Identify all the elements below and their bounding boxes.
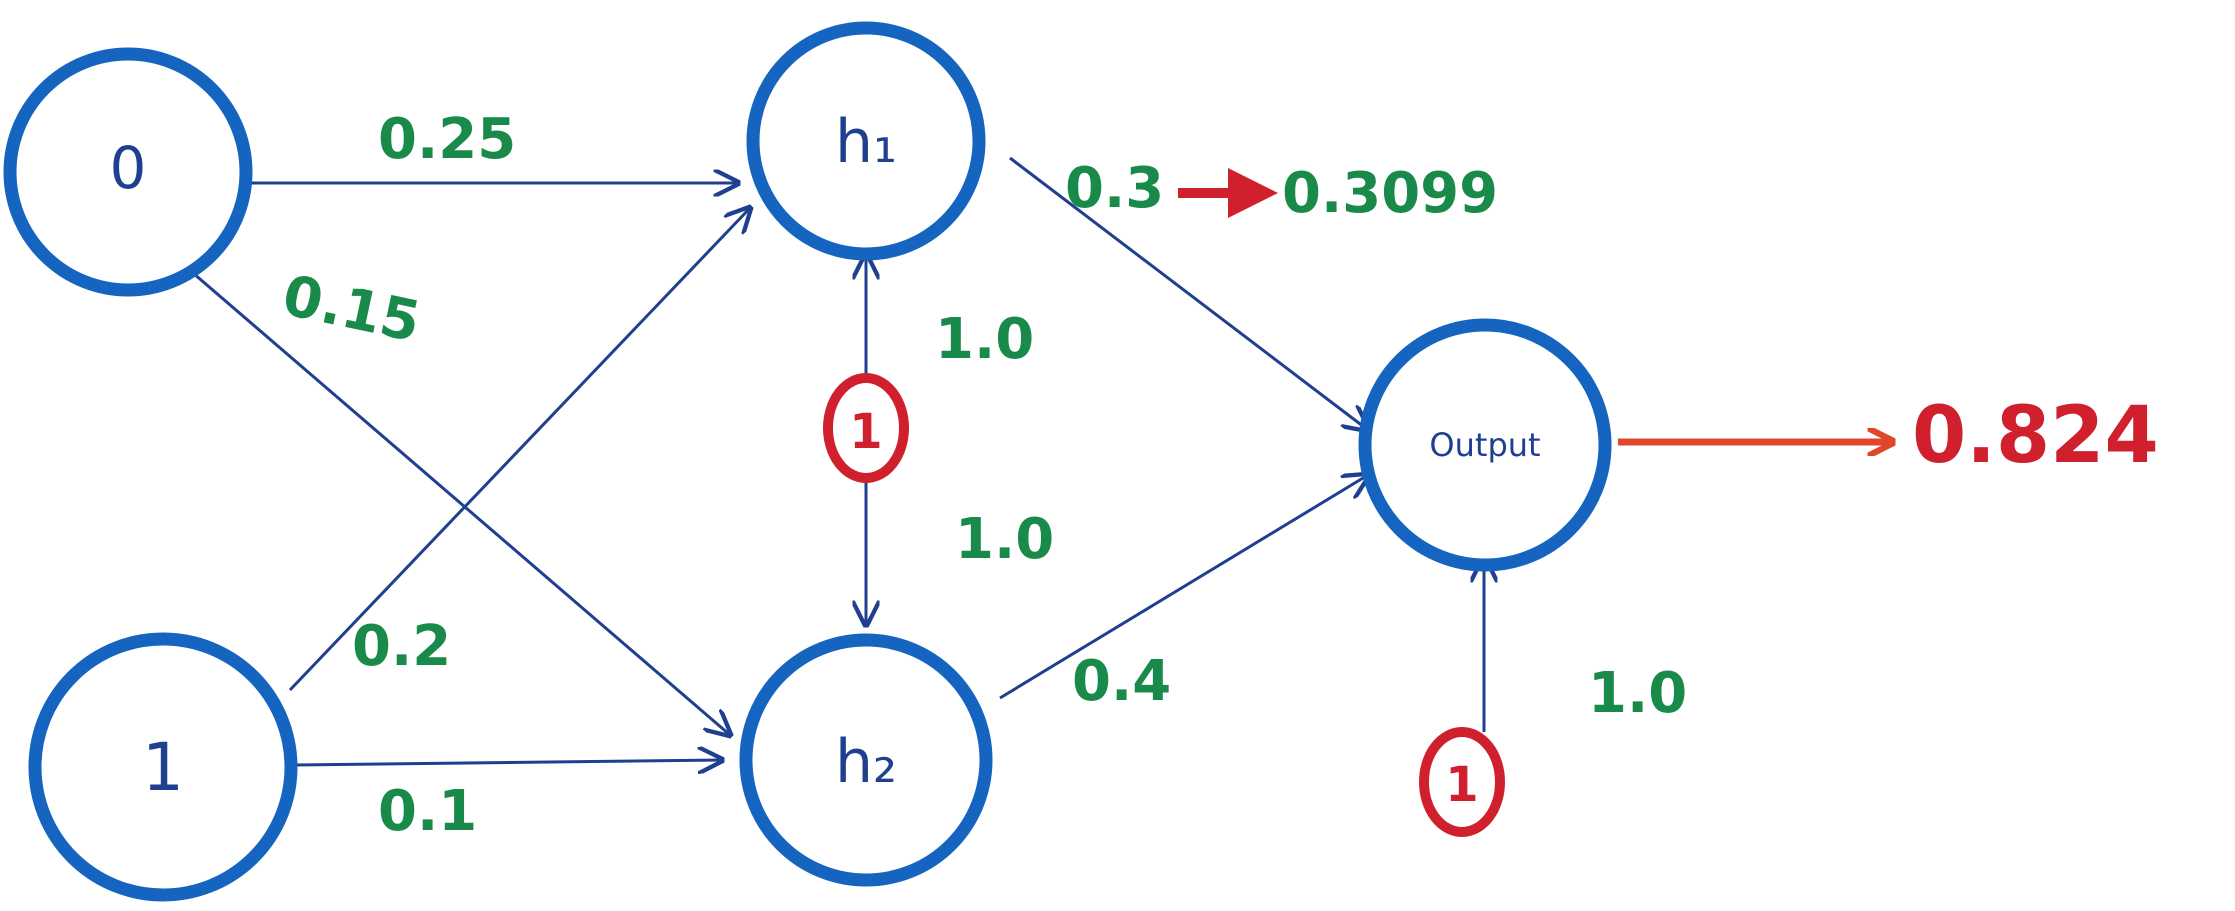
output-node-label: Output: [1429, 426, 1540, 464]
bias-node-output-label: 1: [1445, 757, 1478, 813]
bias-node-hidden-label: 1: [849, 404, 882, 460]
weight-in1-h2: 0.1: [378, 779, 477, 844]
weight-h1-output-new: 0.3099: [1282, 161, 1498, 226]
weight-bias-h2: 1.0: [955, 507, 1054, 572]
edge-in0-h2: [171, 253, 730, 735]
weight-h1-output-old: 0.3: [1065, 156, 1164, 221]
nodes: [3, 21, 1612, 902]
input-node-1-label: 1: [142, 729, 184, 806]
edge-h1-output: [1009, 156, 1368, 430]
weight-h2-output: 0.4: [1072, 649, 1171, 714]
hidden-node-h2: [739, 633, 993, 887]
hidden-node-h1-label: h₁: [835, 107, 897, 177]
weight-in0-h2: 0.15: [277, 263, 426, 355]
input-node-1: [28, 632, 298, 902]
edge-in1-h1: [288, 208, 750, 692]
edge-in1-h2: [294, 760, 722, 765]
edges: [171, 156, 1484, 765]
bias-node-hidden: [823, 373, 909, 483]
weight-in0-h1: 0.25: [378, 107, 516, 172]
output-value: 0.824: [1912, 391, 2159, 481]
hidden-node-h1: [746, 21, 986, 261]
output-node: [1358, 318, 1612, 572]
input-node-0-label: 0: [110, 134, 147, 202]
hidden-node-h2-label: h₂: [835, 727, 897, 797]
bias-node-output: [1419, 727, 1505, 837]
weight-bias-h1: 1.0: [935, 307, 1034, 372]
bias-nodes: [823, 373, 1505, 837]
weight-in1-h1: 0.2: [352, 614, 451, 679]
input-node-0: [3, 47, 253, 297]
weight-bias-output: 1.0: [1588, 661, 1687, 726]
edge-h2-output: [999, 475, 1368, 700]
